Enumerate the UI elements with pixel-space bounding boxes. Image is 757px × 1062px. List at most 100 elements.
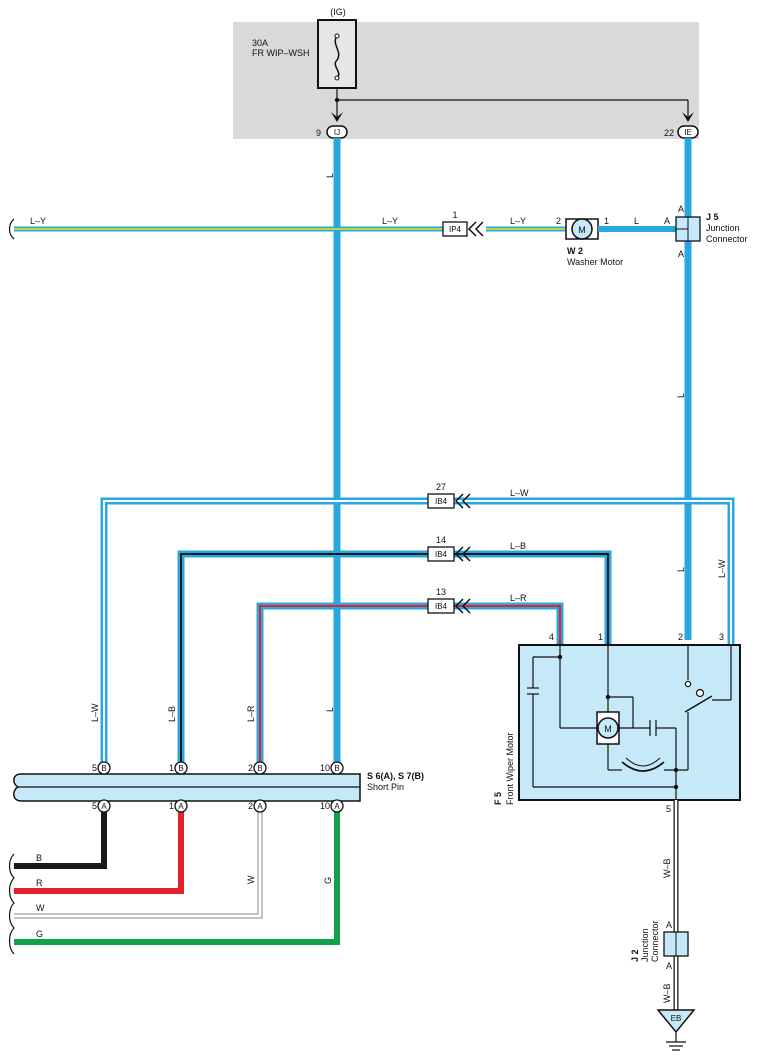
short-pin-bottom-pin: 5 A [92,799,111,813]
fuse-terminal-bottom [334,75,340,81]
connector-ie-label: IE [684,128,692,137]
connector-ij-label: IJ [334,128,340,137]
wire-label-ly: L–Y [382,216,398,226]
wire-label-l: L [325,173,335,178]
chevron-left-icon [454,546,471,562]
svg-text:10: 10 [320,763,330,773]
wiper-pin-1: 1 [598,632,603,642]
wire-label-l: L [676,393,686,398]
j2-pin-top: A [666,920,672,930]
wire-label-lw: L–W [717,559,727,578]
wire-g [14,812,340,945]
wiper-motor-name: Front Wiper Motor [505,732,515,805]
washer-motor-icon [571,218,593,240]
fuse-terminal-top [334,33,340,39]
ip4-pin: 1 [452,210,457,220]
wire-label-r: R [36,878,43,888]
j2-code: J 2 [630,949,640,962]
switch-pivot-icon [695,688,705,698]
ig-label: (IG) [330,7,346,17]
connector-ip4-label: IP4 [449,225,462,234]
svg-text:A: A [334,802,340,811]
svg-text:10: 10 [320,801,330,811]
chevron-left-icon [467,221,484,237]
svg-text:5: 5 [92,801,97,811]
wire-label-lr: L–R [510,593,527,603]
pin-9: 9 [316,128,321,138]
connector-ib4-14 [427,546,455,562]
j5-pin-left: A [664,216,670,226]
j2-pin-bottom: A [666,961,672,971]
svg-text:5: 5 [92,763,97,773]
connector-ib4-13 [427,598,455,614]
washer-motor-pin-2: 2 [556,216,561,226]
washer-motor-name: Washer Motor [567,257,623,267]
splice-dot [605,694,611,700]
wire-label-b: B [36,853,42,863]
connector-ib4-27-pin: 27 [436,482,446,492]
wiper-pin-4: 4 [549,632,554,642]
chevron-left-icon [454,598,471,614]
junction-block [233,22,699,139]
splice-dot [557,654,563,660]
short-pin-bottom-pin: 2 A [248,799,267,813]
fuse-icon [334,35,340,79]
splice-dot [673,784,679,790]
short-pin-bottom-pin: 10 A [320,799,344,813]
short-pin-top-pin: 2 B [248,761,267,775]
wire-break-icon [8,218,15,240]
wire-label-lb: L–B [167,706,177,722]
connector-ib4-27 [427,493,455,509]
svg-text:B: B [334,764,339,773]
short-pin-code: S 6(A), S 7(B) [367,771,424,781]
wire-label-lr: L–R [246,705,256,722]
cam-plate-icon [621,761,665,772]
wire-r [14,812,184,894]
wire-label-l: L [325,707,335,712]
svg-text:2: 2 [248,801,253,811]
connector-ip4 [442,221,468,237]
washer-motor-pin-1: 1 [604,216,609,226]
chevron-left-icon [454,493,471,509]
short-pin-top-pin: 5 B [92,761,111,775]
splice-dot [673,767,679,773]
washer-motor-code: W 2 [567,246,583,256]
connector-ib4-13-label: IB4 [435,602,448,611]
j2-line2: Connector [650,920,660,962]
connector-ib4-14-label: IB4 [435,550,448,559]
svg-text:2: 2 [248,763,253,773]
svg-text:A: A [101,802,107,811]
short-pin-top-pin: 1 B [169,761,188,775]
connector-ib4-13-pin: 13 [436,587,446,597]
svg-text:B: B [178,764,183,773]
wire-label-lw: L–W [90,703,100,722]
wire-break-icon [8,853,15,955]
svg-text:B: B [257,764,262,773]
switch-blade-icon [684,695,713,713]
wire-lr-stripe [259,605,561,762]
wire-label-wb: W–B [662,858,672,878]
wiper-motor-box [518,644,741,801]
wire-label-lb: L–B [510,541,526,551]
j5-line2: Connector [706,234,748,244]
wire-label-g: G [323,877,333,884]
wiper-motor-symbol: M [604,724,612,734]
j5-code: J 5 [706,212,719,222]
pin-22: 22 [664,128,674,138]
wiper-pin-2: 2 [678,632,683,642]
wire-label-ly: L–Y [30,216,46,226]
svg-text:A: A [178,802,184,811]
j5-line1: Junction [706,223,740,233]
short-pin-bottom-pin: 1 A [169,799,188,813]
short-pin-name: Short Pin [367,782,404,792]
cam-plate-icon [625,757,661,767]
wire-w [14,812,262,918]
wiper-internal-circuit [527,645,732,800]
short-pin-top-pin: 10 B [320,761,344,775]
wire-lr [256,602,564,762]
j2-line1: Junction [640,928,650,962]
wire-label-l: L [676,567,686,572]
wire-b [14,812,107,869]
wiper-pin-5: 5 [666,804,671,814]
